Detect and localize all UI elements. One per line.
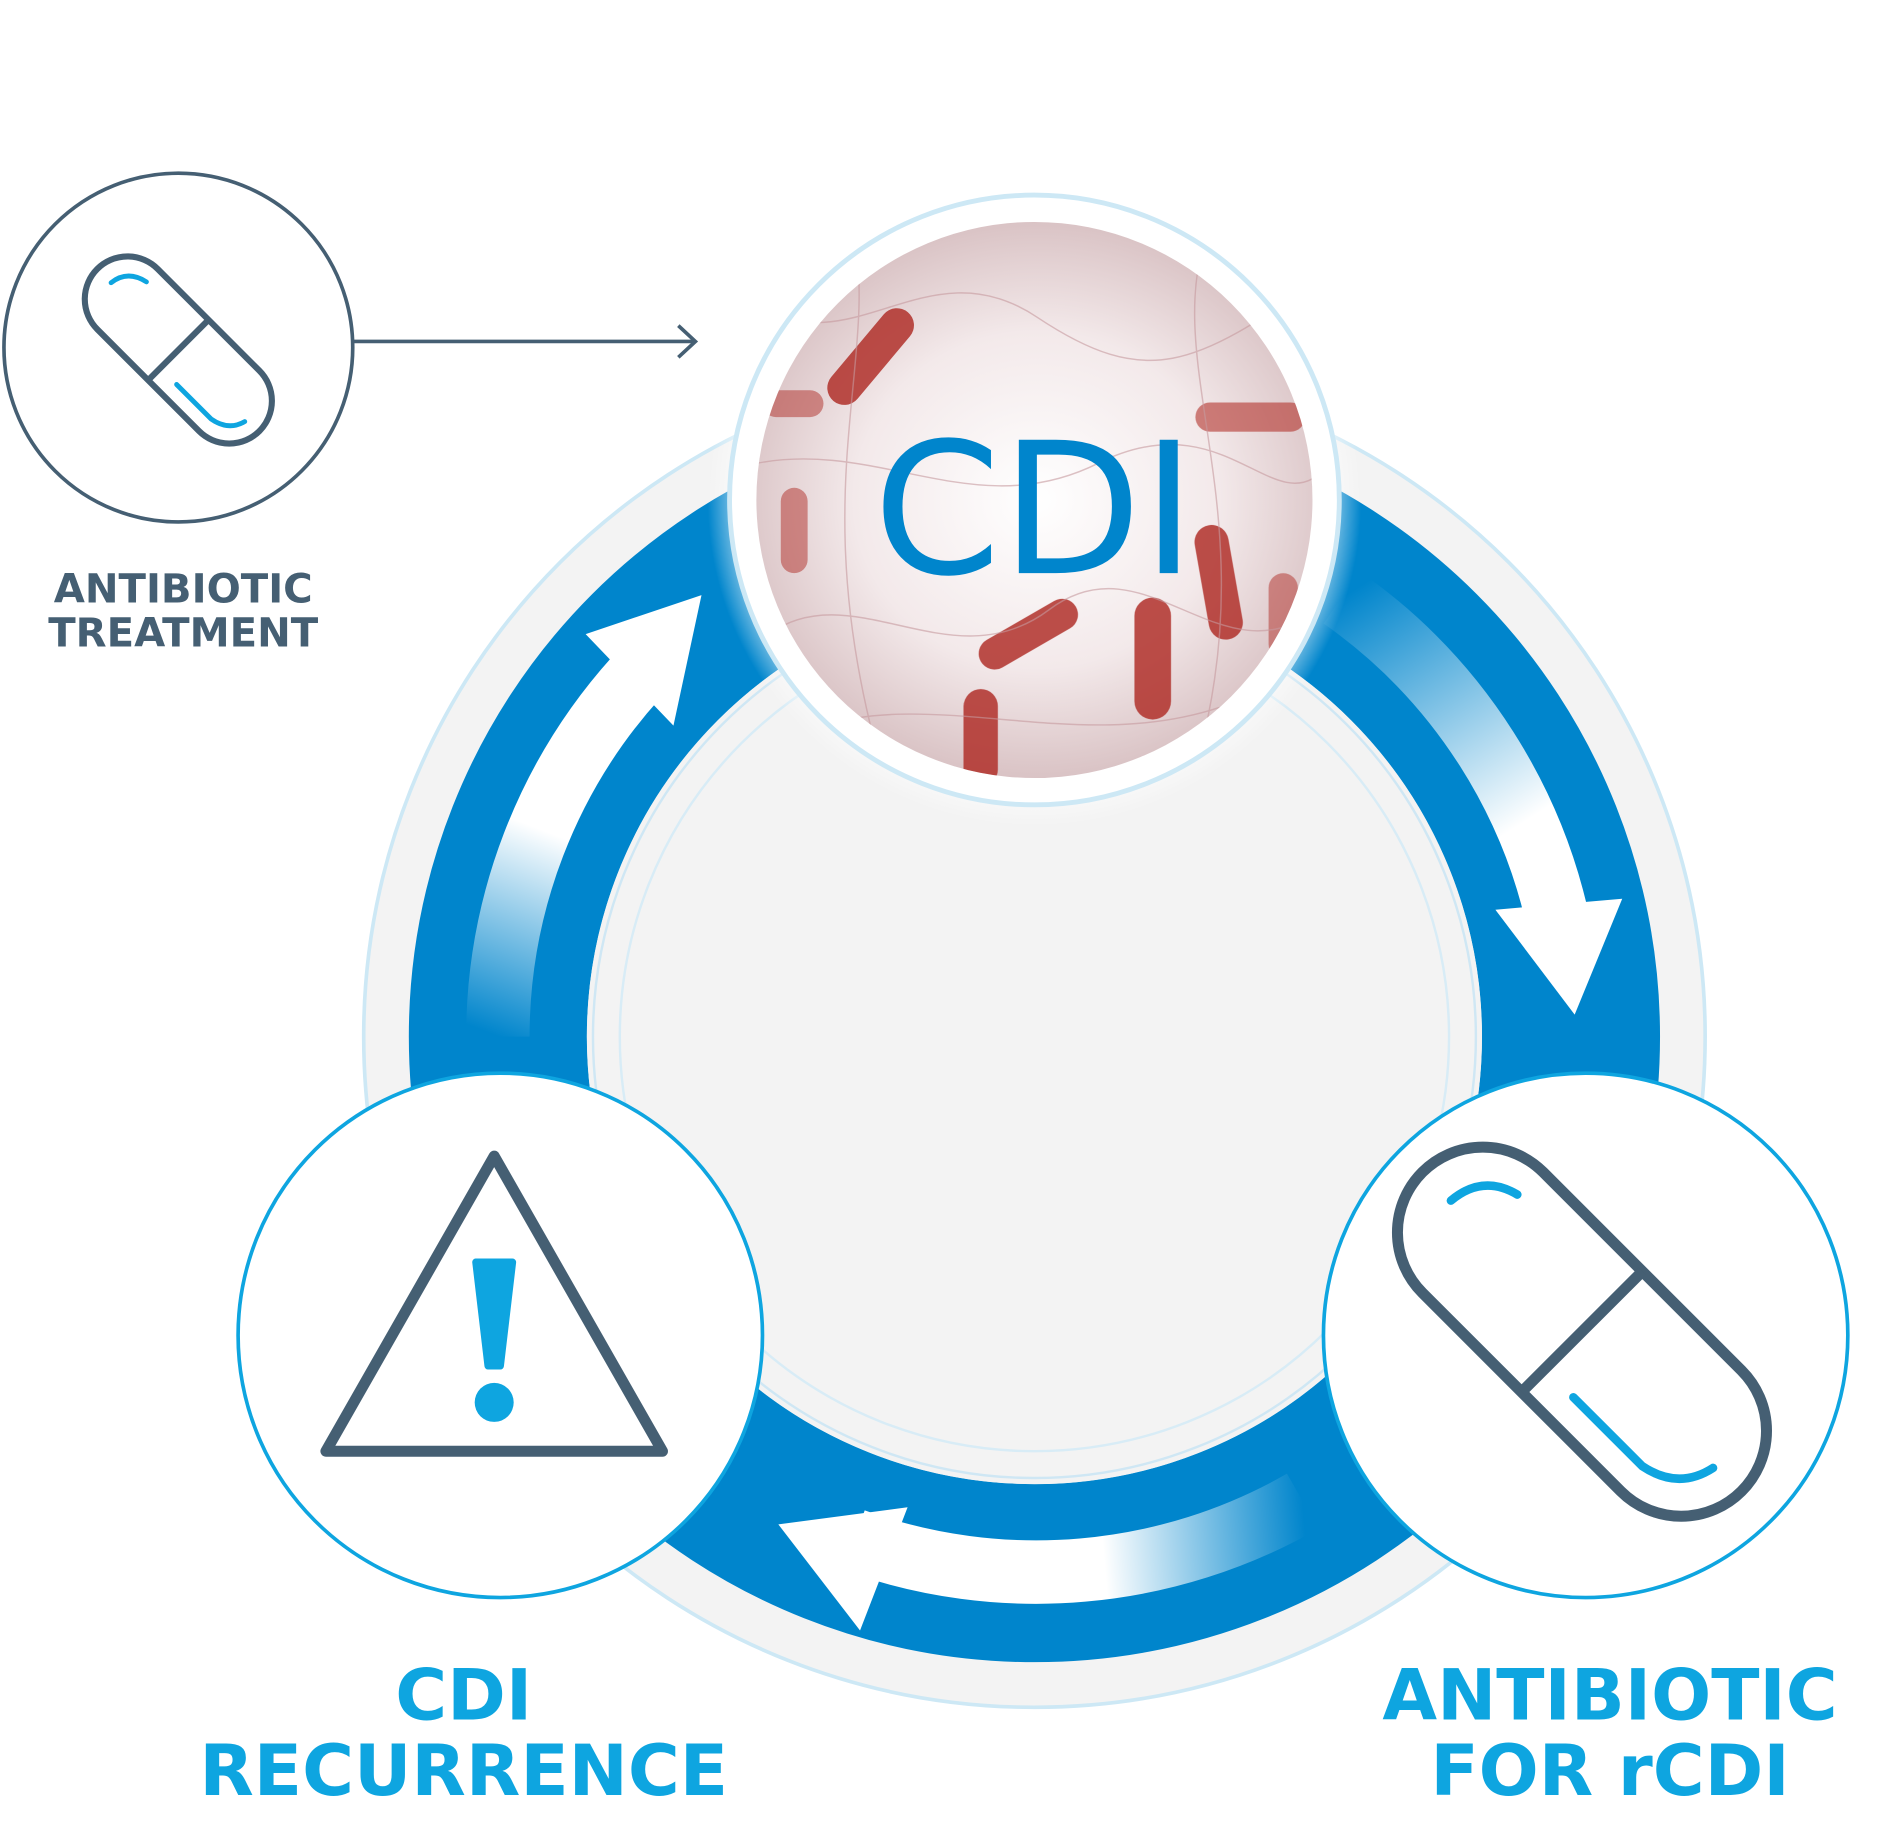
capsule-icon — [81, 253, 275, 447]
inner-disc — [586, 589, 1482, 1485]
antibiotic-rcdi-label-line1: ANTIBIOTIC — [1382, 1653, 1837, 1736]
arrow-cdi-to-antibiotic — [1323, 571, 1623, 1015]
bacteria-rods — [762, 308, 1306, 779]
node-cdi-recurrence: CDI RECURRENCE — [199, 1071, 765, 1812]
node-antibiotic-for-rcdi: ANTIBIOTIC FOR rCDI — [1321, 1071, 1850, 1812]
arrow-antibiotic-to-recurrence — [778, 1473, 1319, 1631]
recurrence-label-line2: RECURRENCE — [199, 1729, 728, 1812]
arrow-recurrence-to-cdi — [466, 595, 702, 1037]
recurrence-label-line1: CDI — [395, 1653, 532, 1736]
antibiotic-rcdi-label-line2: FOR rCDI — [1430, 1729, 1789, 1812]
cdi-center-label: CDI — [873, 404, 1196, 617]
capsule-icon — [1391, 1141, 1772, 1522]
arrow-treatment-to-cdi — [353, 324, 699, 359]
start-label-line1: ANTIBIOTIC — [54, 566, 313, 612]
start-label-line2: TREATMENT — [48, 610, 319, 656]
cdi-bacteria-image: CDI — [707, 173, 1362, 827]
warning-triangle-icon — [320, 1150, 668, 1457]
fibers — [756, 231, 1313, 769]
node-antibiotic-treatment: ANTIBIOTIC TREATMENT — [2, 171, 699, 656]
